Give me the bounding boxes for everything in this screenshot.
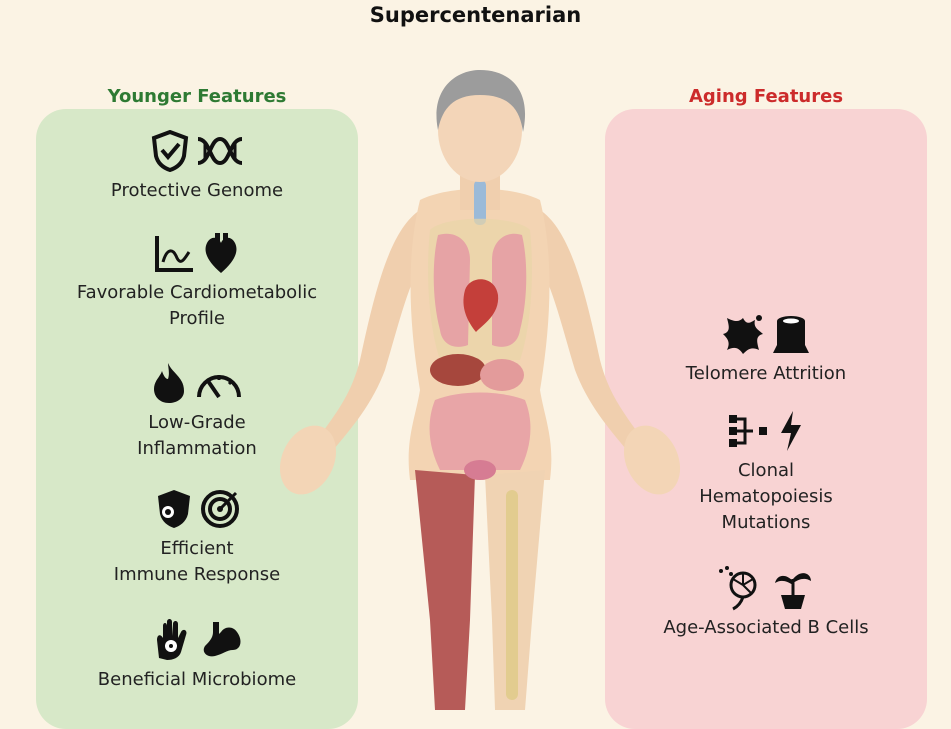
heart-icon (205, 233, 237, 273)
feature-low-grade-inflammation: Low-Grade Inflammation (36, 360, 358, 462)
human-anatomy-figure (279, 70, 681, 710)
left-lung (433, 233, 470, 347)
aging-features-heading: Aging Features (688, 86, 844, 107)
wilting-plant-icon (775, 573, 811, 609)
target-icon (201, 490, 239, 528)
shield-check-icon (151, 130, 189, 172)
bladder (464, 460, 496, 480)
splat-icon (723, 315, 763, 354)
feature-cardiometabolic: Favorable Cardiometabolic Profile (36, 230, 358, 332)
stomach (480, 359, 524, 391)
right-arm (530, 210, 650, 460)
feature-label: Efficient Immune Response (113, 538, 281, 585)
tree-stump-icon (773, 316, 809, 353)
feature-age-associated-b-cells: Age-Associated B Cells (605, 565, 927, 641)
feature-label: Low-Grade Inflammation (137, 412, 257, 459)
hair (436, 70, 526, 132)
branching-icon (729, 415, 767, 447)
dna-icon (197, 136, 243, 166)
lightning-icon (781, 411, 801, 451)
right-hand (623, 425, 681, 495)
feature-clonal-hematopoiesis: Clonal Hematopoiesis Mutations (605, 408, 927, 536)
head (438, 78, 522, 182)
feature-label: Age-Associated B Cells (663, 617, 869, 638)
line-graph-icon (155, 236, 193, 272)
heart (463, 279, 499, 332)
feature-label: Beneficial Microbiome (97, 669, 297, 690)
dandelion-icon (719, 566, 757, 611)
aging-features-panel (605, 109, 927, 729)
left-hand (279, 425, 337, 495)
feature-beneficial-microbiome: Beneficial Microbiome (36, 617, 358, 693)
feature-protective-genome: Protective Genome (36, 128, 358, 204)
feature-label: Protective Genome (110, 180, 284, 201)
feature-label: Clonal Hematopoiesis Mutations (699, 460, 833, 533)
feature-label: Favorable Cardiometabolic Profile (76, 282, 318, 329)
immune-shield-icon (158, 490, 190, 528)
left-arm (310, 210, 430, 460)
hand-microbe-icon (157, 619, 187, 660)
right-leg-bone (506, 490, 518, 700)
left-leg (415, 470, 475, 710)
diagram-title: Supercentenarian (369, 3, 582, 27)
younger-features-panel (36, 109, 358, 729)
stomach-icon (203, 622, 241, 657)
feature-label: Telomere Attrition (685, 363, 847, 384)
flame-icon (154, 363, 184, 403)
feature-efficient-immune-response: Efficient Immune Response (36, 486, 358, 588)
intestines (429, 392, 531, 470)
younger-features-heading: Younger Features (107, 86, 287, 107)
gauge-icon (197, 375, 241, 399)
trachea (474, 180, 486, 225)
feature-telomere-attrition: Telomere Attrition (605, 311, 927, 387)
right-lung (492, 233, 527, 347)
liver (430, 354, 486, 386)
